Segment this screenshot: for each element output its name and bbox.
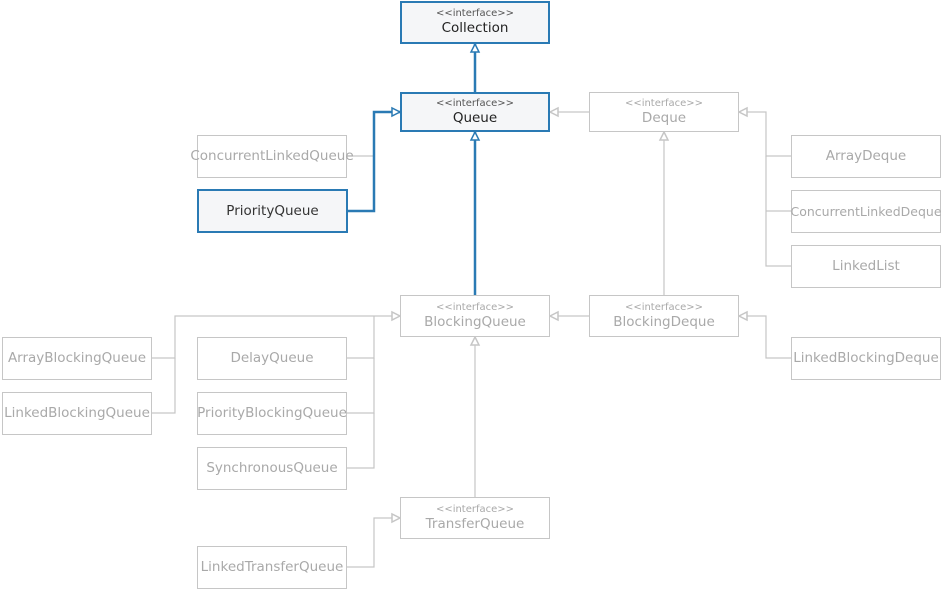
connector-line — [347, 413, 375, 469]
array-blocking-queue-class-box[interactable]: ArrayBlockingQueue — [2, 337, 152, 380]
stereotype-label: <<interface>> — [624, 301, 704, 313]
priority-blocking-queue-class-box[interactable]: PriorityBlockingQueue — [197, 392, 347, 435]
linked-blocking-queue-name: LinkedBlockingQueue — [4, 405, 150, 421]
edge-array-blocking-queue-to-blocking-queue — [152, 310, 402, 359]
queue-name: Queue — [452, 109, 498, 126]
connector-line — [152, 315, 400, 359]
priority-queue-name: PriorityQueue — [226, 202, 319, 219]
blocking-deque-name: BlockingDeque — [613, 313, 715, 330]
edge-queue-to-collection — [469, 42, 481, 92]
priority-queue-class-box[interactable]: PriorityQueue — [197, 189, 348, 233]
array-deque-class-box[interactable]: ArrayDeque — [791, 135, 941, 178]
edge-blocking-queue-to-queue — [469, 130, 481, 295]
generalization-arrowhead — [391, 310, 402, 322]
edge-priority-blocking-queue-to-blocking-queue — [347, 358, 375, 414]
stereotype-label: <<interface>> — [435, 503, 515, 515]
edge-linked-blocking-deque-to-blocking-deque — [737, 310, 791, 359]
queue-interface-box[interactable]: <<interface>> Queue — [400, 92, 550, 132]
edge-array-deque-to-deque — [737, 106, 791, 157]
edge-blocking-deque-to-blocking-queue — [548, 310, 589, 322]
stereotype-label: <<interface>> — [435, 8, 515, 19]
concurrent-linked-deque-class-box[interactable]: ConcurrentLinkedDeque — [790, 190, 942, 233]
edge-blocking-deque-to-deque — [658, 130, 670, 295]
connector-line — [765, 156, 791, 267]
linked-list-name: LinkedList — [832, 258, 900, 274]
stereotype-label: <<interface>> — [624, 97, 704, 109]
generalization-arrowhead — [737, 106, 748, 118]
stereotype-label: <<interface>> — [435, 301, 515, 313]
connector-line — [348, 110, 400, 213]
deque-interface-box[interactable]: <<interface>> Deque — [589, 92, 739, 132]
edge-synchronous-queue-to-blocking-queue — [347, 413, 375, 469]
array-blocking-queue-name: ArrayBlockingQueue — [7, 350, 147, 366]
linked-blocking-queue-class-box[interactable]: LinkedBlockingQueue — [2, 392, 152, 435]
priority-blocking-queue-name: PriorityBlockingQueue — [197, 405, 347, 421]
edge-linked-list-to-deque — [765, 156, 791, 267]
concurrent-linked-deque-name: ConcurrentLinkedDeque — [790, 204, 942, 219]
generalization-arrowhead — [391, 106, 402, 118]
generalization-arrowhead — [469, 335, 481, 346]
transfer-queue-interface-box[interactable]: <<interface>> TransferQueue — [400, 497, 550, 539]
synchronous-queue-class-box[interactable]: SynchronousQueue — [197, 447, 347, 490]
delay-queue-class-box[interactable]: DelayQueue — [197, 337, 347, 380]
edge-transfer-queue-to-blocking-queue — [469, 335, 481, 497]
synchronous-queue-name: SynchronousQueue — [206, 460, 338, 476]
generalization-arrowhead — [391, 512, 402, 524]
array-deque-name: ArrayDeque — [825, 148, 907, 164]
connector-line — [347, 316, 375, 359]
edge-linked-blocking-queue-to-blocking-queue — [152, 358, 176, 414]
connector-line — [739, 111, 791, 157]
connector-line — [152, 358, 176, 414]
edge-linked-transfer-queue-to-transfer-queue — [347, 512, 402, 568]
linked-transfer-queue-name: LinkedTransferQueue — [200, 559, 344, 575]
collection-interface-box[interactable]: <<interface>> Collection — [400, 1, 550, 44]
edge-deque-to-queue — [548, 106, 589, 118]
linked-blocking-deque-class-box[interactable]: LinkedBlockingDeque — [791, 337, 941, 380]
generalization-arrowhead — [548, 106, 559, 118]
concurrent-linked-queue-name: ConcurrentLinkedQueue — [190, 148, 354, 164]
connector-line — [347, 517, 400, 568]
generalization-arrowhead — [469, 130, 481, 141]
blocking-queue-name: BlockingQueue — [424, 313, 526, 330]
generalization-arrowhead — [469, 42, 481, 53]
generalization-arrowhead — [737, 310, 748, 322]
generalization-arrowhead — [548, 310, 559, 322]
linked-blocking-deque-name: LinkedBlockingDeque — [793, 350, 939, 366]
stereotype-label: <<interface>> — [435, 97, 515, 109]
connector-line — [739, 315, 791, 359]
deque-name: Deque — [641, 109, 687, 126]
blocking-queue-interface-box[interactable]: <<interface>> BlockingQueue — [400, 295, 550, 337]
connector-line — [347, 358, 375, 414]
linked-list-class-box[interactable]: LinkedList — [791, 245, 941, 288]
concurrent-linked-queue-class-box[interactable]: ConcurrentLinkedQueue — [190, 135, 354, 178]
edge-priority-queue-to-queue — [348, 106, 402, 213]
blocking-deque-interface-box[interactable]: <<interface>> BlockingDeque — [589, 295, 739, 337]
collection-name: Collection — [441, 20, 509, 36]
delay-queue-name: DelayQueue — [230, 350, 314, 366]
linked-transfer-queue-class-box[interactable]: LinkedTransferQueue — [197, 546, 347, 589]
generalization-arrowhead — [658, 130, 670, 141]
transfer-queue-name: TransferQueue — [425, 515, 525, 532]
edge-delay-queue-to-blocking-queue — [347, 316, 375, 359]
